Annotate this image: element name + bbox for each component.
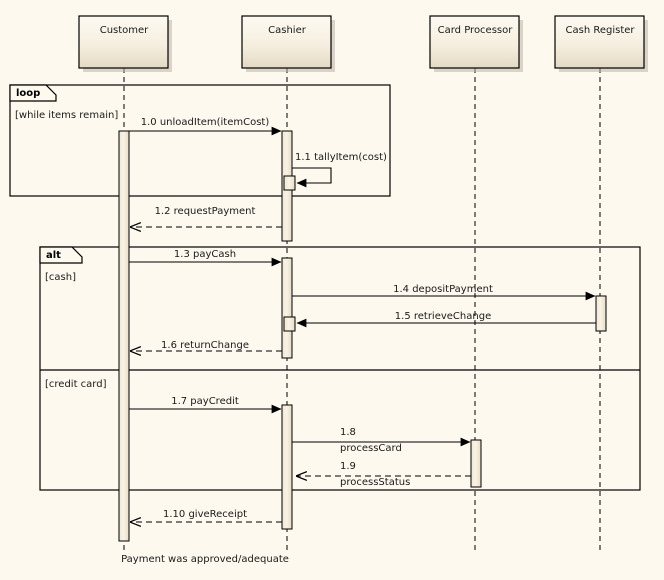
message-label-process-status-name: processStatus	[340, 477, 411, 488]
message-label-give-receipt: 1.10 giveReceipt	[163, 509, 247, 520]
message-label-pay-credit: 1.7 payCredit	[171, 396, 239, 407]
fragment-loop	[9, 84, 391, 197]
message-label-return-change: 1.6 returnChange	[161, 340, 249, 351]
message-label-process-card-name: processCard	[340, 443, 402, 454]
participant-box-card-processor[interactable]	[429, 15, 523, 72]
message-label-request-payment: 1.2 requestPayment	[154, 206, 256, 217]
message-label-retrieve-change: 1.5 retrieveChange	[394, 311, 492, 322]
message-label-deposit-payment: 1.4 depositPayment	[393, 284, 493, 295]
activation-card-processor	[470, 439, 482, 488]
activation-cashier-tallyitem	[283, 175, 296, 191]
message-arrow-tally-item[interactable]	[292, 167, 332, 188]
footer-note: Payment was approved/adequate	[121, 554, 289, 565]
activation-cashier-cash	[281, 257, 293, 359]
participant-box-cash-register[interactable]	[554, 15, 648, 72]
fragment-alt	[39, 246, 641, 491]
fragment-guard-credit-card: [credit card]	[45, 379, 107, 390]
message-label-tally-item: 1.1 tallyItem(cost)	[295, 152, 387, 163]
fragment-tag-alt: alt	[46, 250, 61, 261]
participant-box-customer[interactable]	[78, 15, 172, 72]
participant-label-customer: Customer	[99, 25, 149, 36]
participant-label-card-processor: Card Processor	[437, 25, 513, 36]
participant-label-cashier: Cashier	[268, 25, 306, 36]
participant-box-cashier[interactable]	[241, 15, 335, 72]
message-label-pay-cash: 1.3 payCash	[173, 249, 237, 260]
activation-customer-main	[118, 130, 130, 542]
fragment-guard-while-items-remain: [while items remain]	[15, 110, 119, 121]
message-label-unload-item: 1.0 unloadItem(itemCost)	[140, 117, 270, 128]
activation-cashier-retrievechange	[283, 316, 296, 332]
activation-cash-register	[595, 295, 607, 332]
fragment-tag-loop: loop	[16, 88, 41, 99]
fragment-guard-cash: [cash]	[45, 272, 76, 283]
message-label-process-card-number: 1.8	[340, 427, 356, 438]
message-label-process-status-number: 1.9	[340, 461, 356, 472]
participant-label-cash-register: Cash Register	[565, 25, 635, 36]
activation-cashier-credit	[281, 404, 293, 530]
